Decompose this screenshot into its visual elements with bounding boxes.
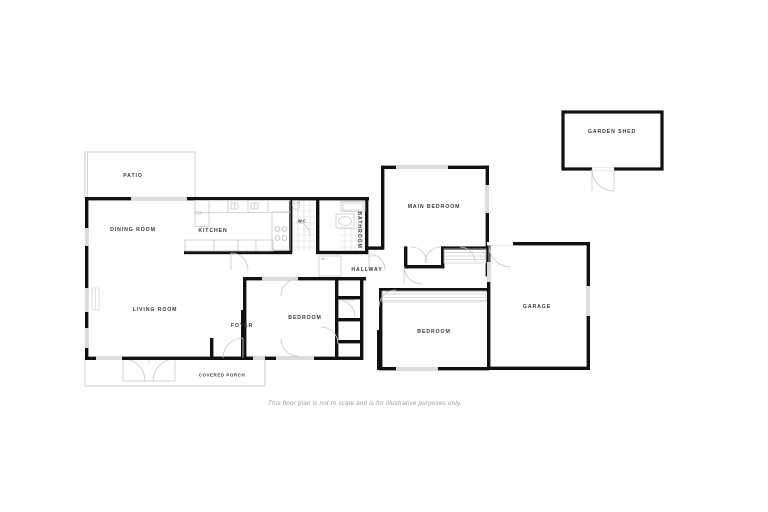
garage-structure xyxy=(487,242,590,370)
room-label-wc: WC xyxy=(297,218,307,224)
disclaimer-text: This floor plan is not to scale and is f… xyxy=(268,400,462,407)
room-label-covered-porch: COVERED PORCH xyxy=(198,372,246,378)
room-label-garden-shed: GARDEN SHED xyxy=(587,129,637,135)
room-label-living-room: LIVING ROOM xyxy=(132,307,178,313)
room-label-hallway: HALLWAY xyxy=(351,267,383,273)
bathroom-fixtures xyxy=(292,200,366,277)
room-label-bedroom-right: BEDROOM xyxy=(417,329,451,335)
kitchen-fixtures xyxy=(184,199,291,252)
room-label-bathroom: BATHROOM xyxy=(356,211,362,249)
door-swings xyxy=(222,221,512,359)
room-label-kitchen: KITCHEN xyxy=(198,228,228,234)
room-label-main-bedroom: MAIN BEDROOM xyxy=(407,204,461,210)
room-label-patio: PATIO xyxy=(123,173,143,179)
wardrobe-hatching xyxy=(381,248,487,303)
room-label-dining-room: DINING ROOM xyxy=(110,227,156,233)
patio-outline xyxy=(84,151,196,200)
interior-detail-lines xyxy=(91,255,380,311)
room-label-foyer: FOYER xyxy=(230,323,254,329)
garden-shed-structure xyxy=(561,110,664,192)
room-label-garage: GARAGE xyxy=(522,304,552,310)
room-label-bedroom-left: BEDROOM xyxy=(288,315,322,321)
